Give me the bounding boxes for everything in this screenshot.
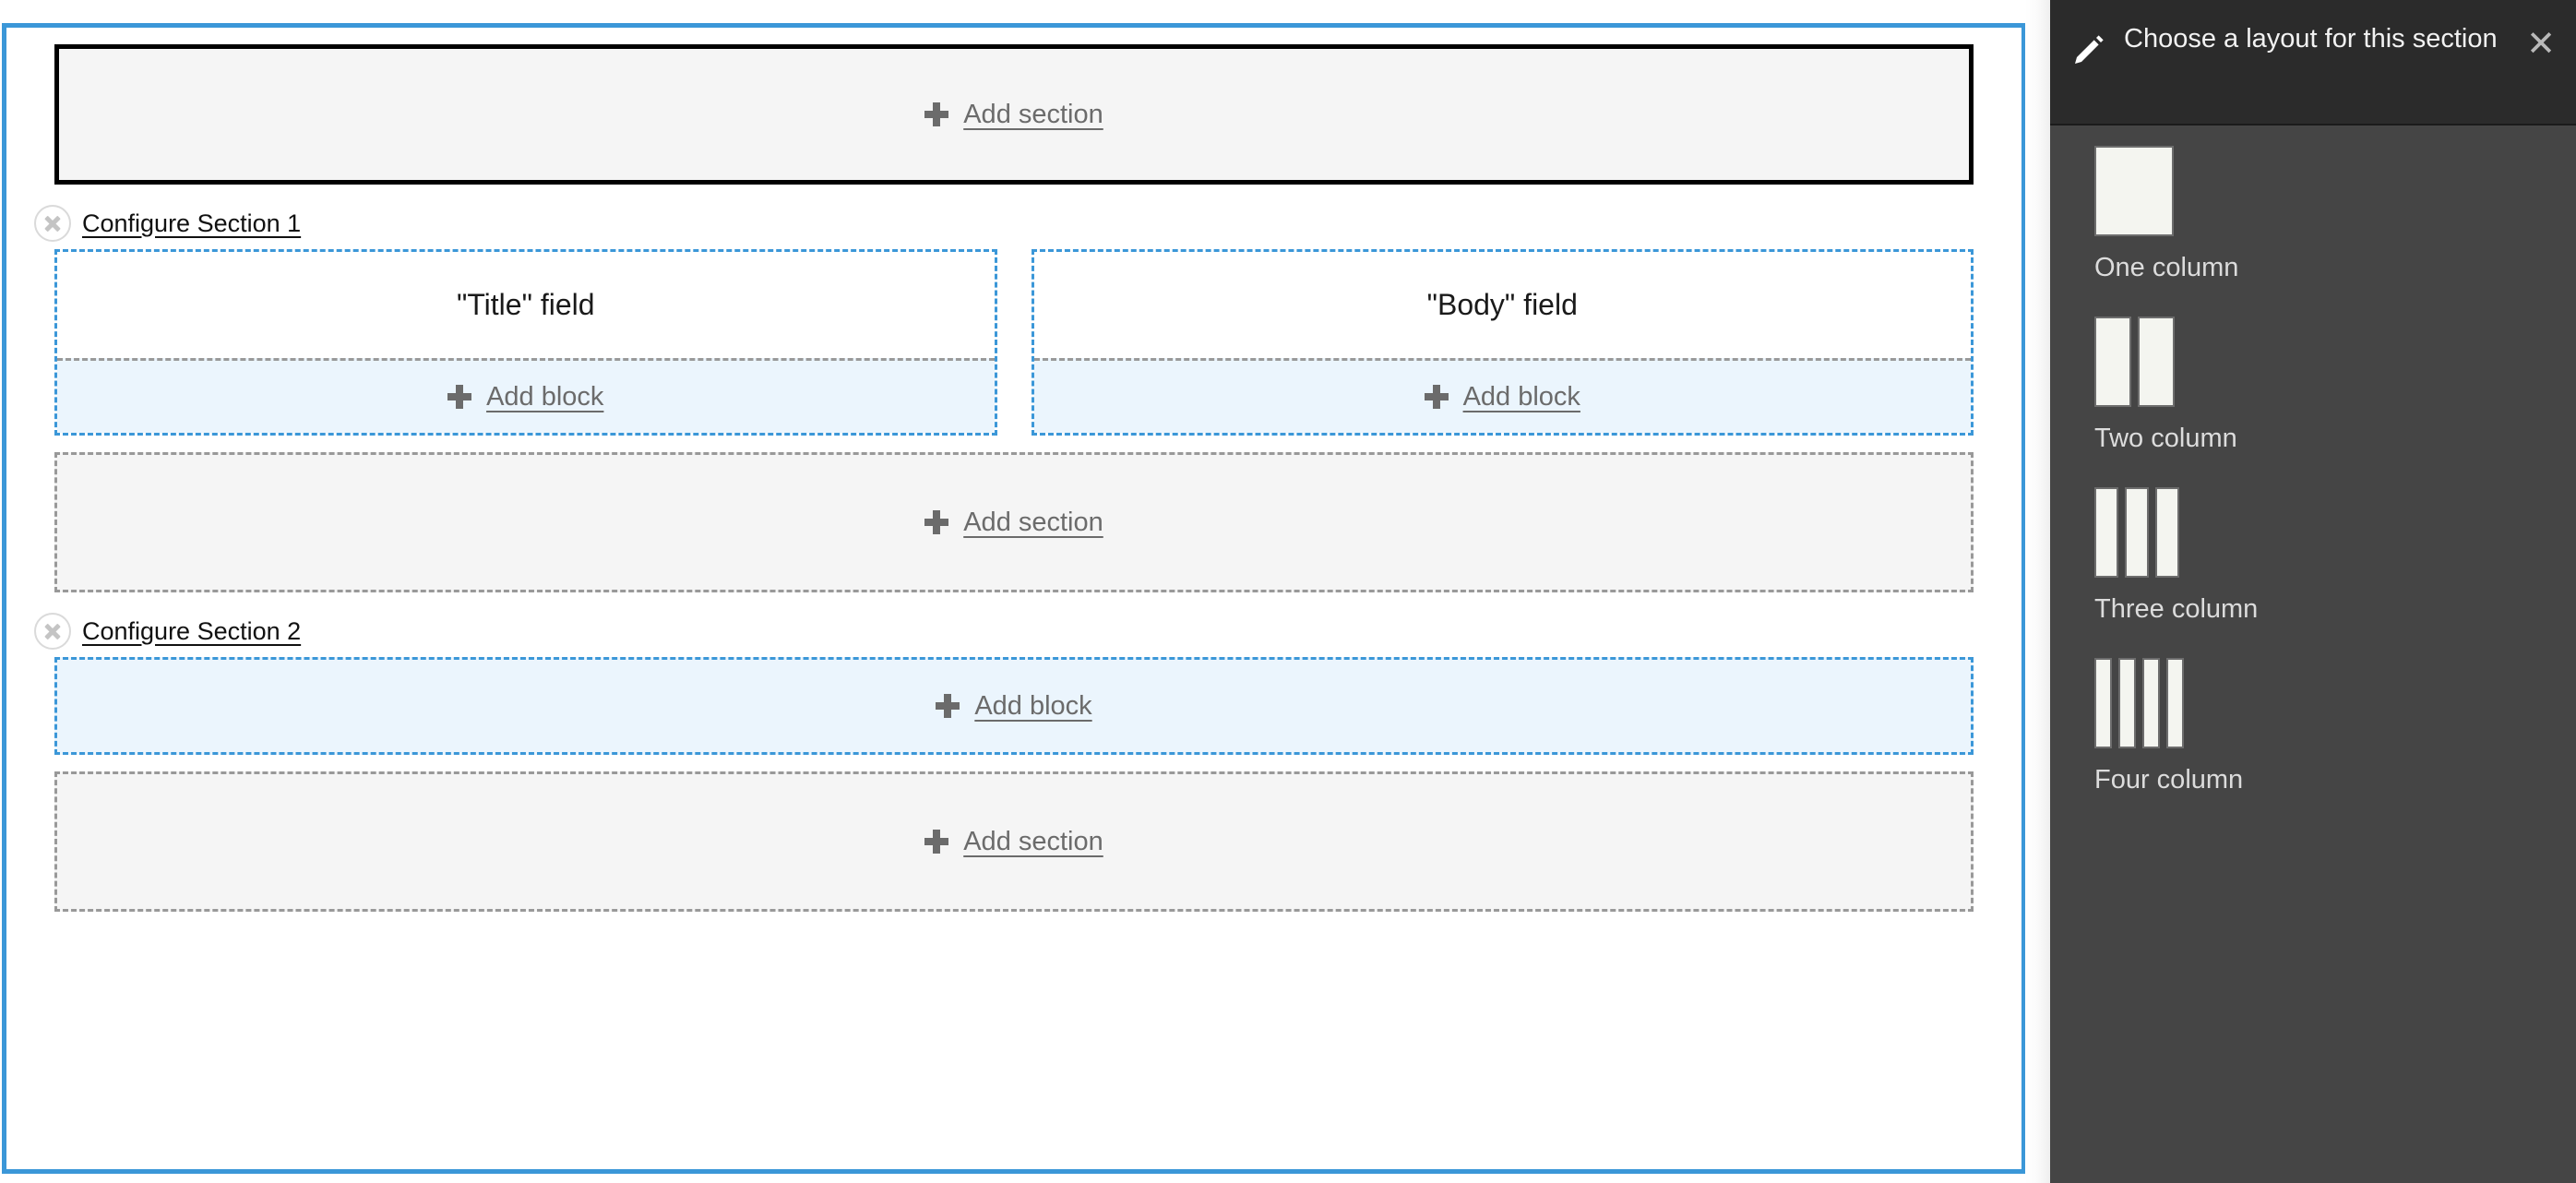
add-block-link-first[interactable]: Add block <box>447 381 604 412</box>
layout-option-label-four-column: Four column <box>2094 765 2244 795</box>
configure-section-1-link[interactable]: Configure Section 1 <box>82 209 302 237</box>
three-column-thumbnail-icon <box>2094 487 2179 578</box>
layout-option-two-column[interactable]: Two column <box>2094 317 2297 454</box>
layout-option-one-column[interactable]: One column <box>2094 146 2297 283</box>
configure-section-2-link[interactable]: Configure Section 2 <box>82 616 302 645</box>
layout-option-list: One column Two column Three column Four … <box>2050 125 2576 795</box>
close-icon[interactable]: ✕ <box>2526 23 2556 64</box>
panel-title: Choose a layout for this section <box>2124 24 2498 54</box>
layout-option-label-one-column: One column <box>2094 253 2239 282</box>
add-block-link-second[interactable]: Add block <box>1424 381 1580 412</box>
add-section-row-middle[interactable]: Add section <box>54 452 1974 592</box>
plus-icon <box>1424 385 1449 409</box>
add-block-label-content: Add block <box>974 690 1092 721</box>
region-first[interactable]: "Title" field Add block <box>54 249 997 436</box>
one-column-thumbnail-icon <box>2094 146 2174 236</box>
add-block-link-content[interactable]: Add block <box>936 690 1092 721</box>
region-first-body: "Title" field <box>57 252 995 358</box>
layout-chooser-panel: Choose a layout for this section ✕ One c… <box>2050 0 2576 1183</box>
region-second-body: "Body" field <box>1034 252 1972 358</box>
plus-icon <box>447 385 472 409</box>
add-section-label-top: Add section <box>963 99 1103 129</box>
layout-builder-canvas-wrapper: Add section Configure Section 1 "Title" … <box>0 0 2050 1183</box>
section-header-2: Configure Section 2 <box>34 605 1974 657</box>
add-block-zone-second[interactable]: Add block <box>1033 358 1971 433</box>
field-label-title: "Title" field <box>456 288 595 321</box>
add-section-row-bottom[interactable]: Add section <box>54 771 1974 912</box>
region-content[interactable]: Add block <box>54 657 1974 755</box>
add-section-link-top[interactable]: Add section <box>924 99 1103 129</box>
plus-icon <box>936 694 960 718</box>
section-1-regions: "Title" field Add block "Body" field <box>54 249 1974 436</box>
layout-option-label-three-column: Three column <box>2094 594 2259 624</box>
add-block-label-first: Add block <box>486 381 604 412</box>
two-column-thumbnail-icon <box>2094 317 2175 407</box>
layout-option-label-two-column: Two column <box>2094 424 2237 453</box>
pencil-icon <box>2070 31 2107 73</box>
field-label-body: "Body" field <box>1426 288 1578 321</box>
section-header-1: Configure Section 1 <box>34 197 1974 249</box>
canvas-edge-shadow <box>2025 0 2050 1183</box>
add-section-row-top[interactable]: Add section <box>54 44 1974 185</box>
layout-option-four-column[interactable]: Four column <box>2094 658 2297 795</box>
layout-builder-canvas: Add section Configure Section 1 "Title" … <box>2 23 2026 1174</box>
section-2-regions: Add block <box>54 657 1974 755</box>
plus-icon <box>924 830 949 854</box>
add-section-link-middle[interactable]: Add section <box>924 507 1103 537</box>
add-section-label-bottom: Add section <box>963 826 1103 856</box>
close-circle-icon-section-1[interactable] <box>34 205 71 242</box>
panel-header: Choose a layout for this section ✕ <box>2050 0 2576 125</box>
add-block-zone-first[interactable]: Add block <box>57 358 995 433</box>
layout-option-three-column[interactable]: Three column <box>2094 487 2297 625</box>
add-block-label-second: Add block <box>1462 381 1580 412</box>
region-second[interactable]: "Body" field Add block <box>1031 249 1974 436</box>
four-column-thumbnail-icon <box>2094 658 2184 748</box>
add-section-link-bottom[interactable]: Add section <box>924 826 1103 856</box>
add-block-zone-content[interactable]: Add block <box>57 660 1971 752</box>
add-section-label-middle: Add section <box>963 507 1103 537</box>
plus-icon <box>924 102 949 126</box>
close-circle-icon-section-2[interactable] <box>34 613 71 650</box>
plus-icon <box>924 510 949 534</box>
